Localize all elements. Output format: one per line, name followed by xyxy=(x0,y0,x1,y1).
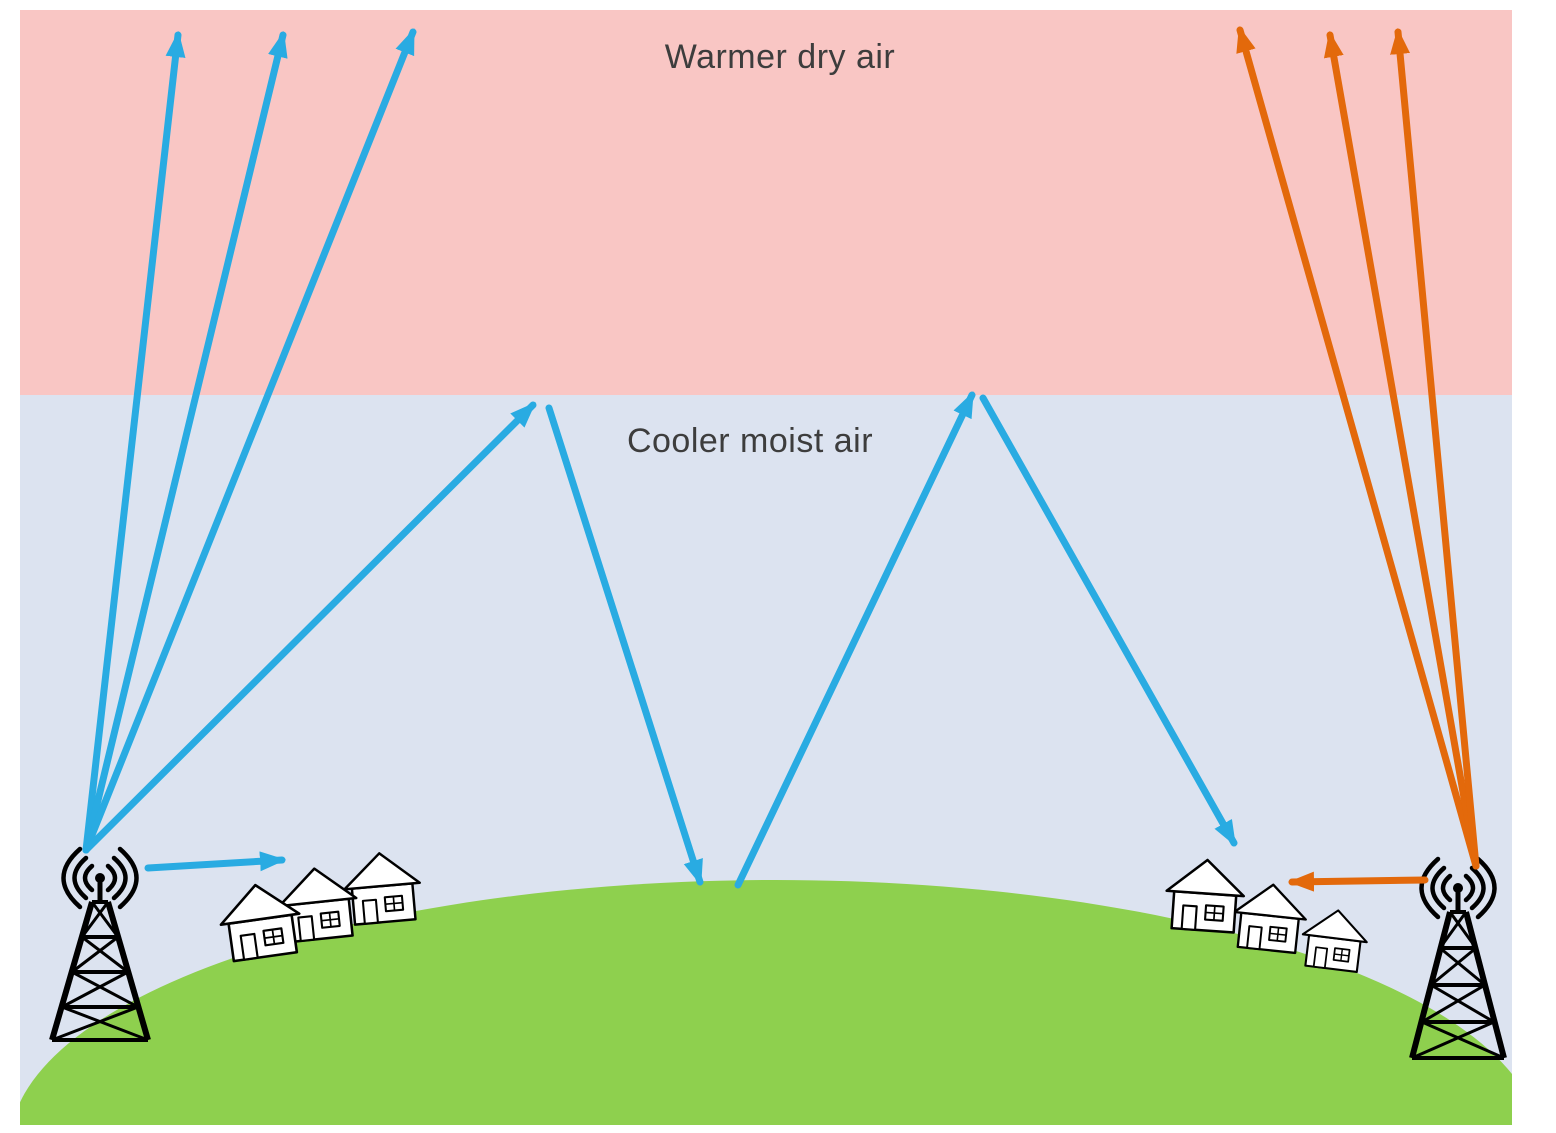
blue-ray-escaping-1 xyxy=(82,31,186,854)
orange-ray-escaping-3 xyxy=(1390,28,1480,870)
orange-signal-rays xyxy=(1236,26,1480,892)
left-radio-tower-icon xyxy=(49,849,151,1042)
blue-signal-rays xyxy=(82,28,1238,889)
blue-ray-duct-down-1 xyxy=(545,404,704,886)
warm-air-layer xyxy=(20,10,1512,395)
blue-ray-duct-up-2 xyxy=(734,391,976,889)
orange-ray-escaping-1 xyxy=(1236,26,1480,870)
blue-ray-duct-up-1 xyxy=(82,401,537,854)
diagram-canvas: Warmer dry air Cooler moist air xyxy=(20,10,1512,1125)
warm-air-label: Warmer dry air xyxy=(664,38,896,76)
earth-ground xyxy=(20,880,1512,1125)
blue-ray-escaping-3 xyxy=(82,28,417,854)
scene-svg xyxy=(20,10,1512,1125)
blue-ray-escaping-2 xyxy=(82,31,288,854)
blue-ray-local xyxy=(144,851,286,872)
right-radio-tower-icon xyxy=(1409,859,1507,1060)
orange-ray-local xyxy=(1288,871,1429,892)
blue-ray-duct-down-2 xyxy=(979,394,1238,847)
cool-air-label: Cooler moist air xyxy=(626,422,874,460)
orange-ray-escaping-2 xyxy=(1323,31,1480,870)
